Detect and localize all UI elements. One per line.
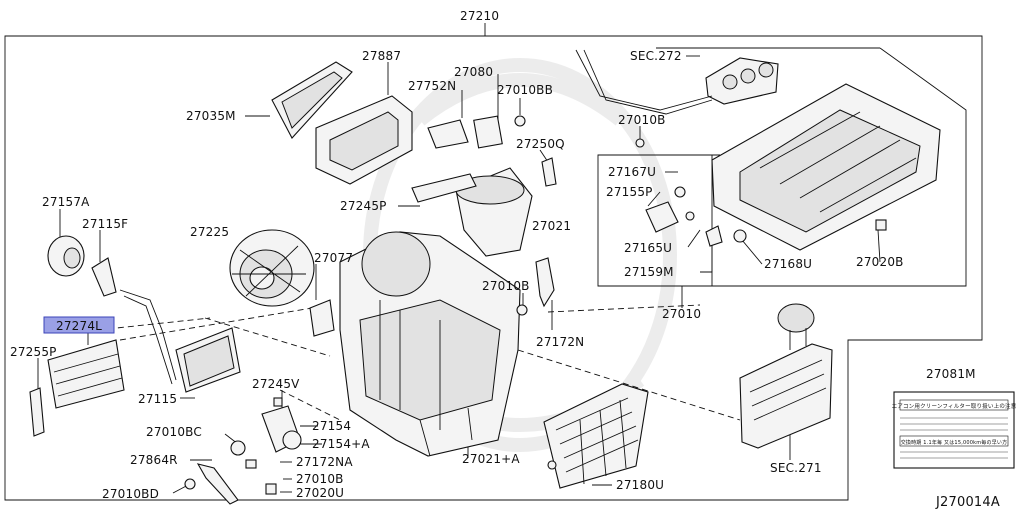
diagram-id: J270014A [935,495,1000,510]
highlight-27274L [43,316,115,334]
callout-27020U[interactable]: 27020U [296,486,344,500]
callout-27210[interactable]: 27210 [460,9,499,23]
sub-assembly-frame [597,154,848,287]
intake-box-part [315,95,413,185]
control-unit-frame [656,47,967,287]
callout-27010[interactable]: 27010 [662,307,701,321]
callout-27864R[interactable]: 27864R [130,453,178,467]
callout-27021[interactable]: 27021 [532,219,571,233]
actuator-parts [427,115,557,187]
callout-27159M[interactable]: 27159M [624,265,674,279]
callout-27077[interactable]: 27077 [314,251,353,265]
callout-27154A[interactable]: 27154+A [312,437,370,451]
label-card-heading: エアコン用クリーンフィルター取り扱い上の注意 [892,402,1017,410]
callout-27010BC[interactable]: 27010BC [146,425,202,439]
callout-27080[interactable]: 27080 [454,65,493,79]
callout-27020B[interactable]: 27020B [856,255,904,269]
callout-27255P[interactable]: 27255P [10,345,57,359]
damper-part [309,299,335,337]
motor-cap-part [47,235,117,297]
assembly-frame [4,35,983,501]
callout-27167U[interactable]: 27167U [608,165,656,179]
callout-27155P[interactable]: 27155P [606,185,653,199]
callout-27154[interactable]: 27154 [312,419,351,433]
callout-27245P[interactable]: 27245P [340,199,387,213]
servo-parts [635,138,887,247]
callout-27010B-mid[interactable]: 27010B [482,279,530,293]
bracket-part [516,257,555,316]
caution-label-card: エアコン用クリーンフィルター取り扱い上の注意 交換時期 1.1年毎 又は15,0… [892,391,1017,469]
control-panel-part [575,49,941,251]
label-card-line: 交換時期 1.1年毎 又は15,000km毎の早い方 [901,439,1008,446]
hardware-parts [184,397,302,505]
callout-27021A[interactable]: 27021+A [462,452,520,466]
callout-27225[interactable]: 27225 [190,225,229,239]
callout-27172N[interactable]: 27172N [536,335,584,349]
callout-27274L[interactable]: 27274L [56,319,102,333]
blower-fan-part [229,229,315,307]
evaporator-core-part [739,303,833,449]
callout-27115[interactable]: 27115 [138,392,177,406]
callout-27250Q[interactable]: 27250Q [516,137,565,151]
callout-27157A[interactable]: 27157A [42,195,90,209]
callout-27180U[interactable]: 27180U [616,478,664,492]
callout-27165U[interactable]: 27165U [624,241,672,255]
assembly-guides [97,304,741,421]
callout-27172NA[interactable]: 27172NA [296,455,353,469]
heater-unit-housing [339,231,521,457]
callout-27887[interactable]: 27887 [362,49,401,63]
callout-27010BD[interactable]: 27010BD [102,487,159,501]
callout-27245V[interactable]: 27245V [252,377,300,391]
filter-cover-part [271,61,353,139]
leader-lines [37,23,881,494]
duct-part [411,167,533,257]
cabin-filter-part [29,339,125,437]
callout-27752N[interactable]: 27752N [408,79,456,93]
callout-27081M[interactable]: 27081M [926,367,976,381]
callout-27010B-top[interactable]: 27010B [618,113,666,127]
callout-SEC272[interactable]: SEC.272 [630,49,682,63]
heater-core-part [119,289,241,393]
callout-SEC271[interactable]: SEC.271 [770,461,822,475]
callout-labels: 27210 27887 27080 27752N 27010BB 27035M … [10,9,976,501]
callout-27168U[interactable]: 27168U [764,257,812,271]
callout-27010BB[interactable]: 27010BB [497,83,553,97]
callout-27035M[interactable]: 27035M [186,109,236,123]
callout-27010B-low[interactable]: 27010B [296,472,344,486]
evaporator-grille-part [543,383,649,489]
callout-27115F[interactable]: 27115F [82,217,128,231]
